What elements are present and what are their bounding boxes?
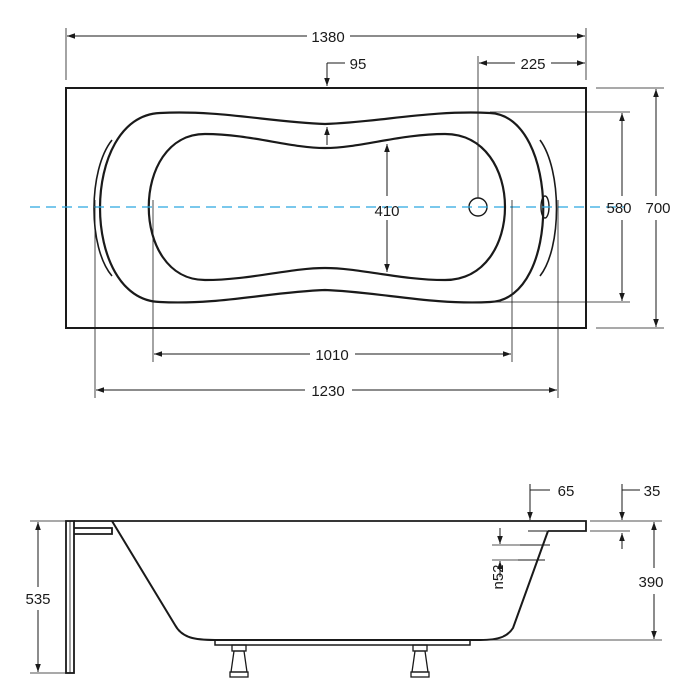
- tub-rim: [74, 520, 587, 535]
- dim-535-label: 535: [25, 591, 50, 608]
- side-view: 535 65 35 390 n52: [25, 483, 664, 678]
- dim-65-label: 65: [558, 483, 575, 500]
- dim-225-label: 225: [520, 56, 545, 73]
- dim-95-label: 95: [350, 56, 367, 73]
- dim-1010-label: 1010: [315, 347, 348, 364]
- right-foot: [410, 644, 430, 678]
- tub-left-bulge: [93, 139, 113, 277]
- dim-1230-label: 1230: [311, 383, 344, 400]
- dim-410-label: 410: [374, 203, 399, 220]
- dim-700-label: 700: [645, 200, 670, 217]
- dim-35-label: 35: [644, 483, 661, 500]
- tub-outer-rim: [65, 87, 587, 329]
- top-view: 1380 95 225 700 580 410 1010: [30, 28, 671, 400]
- tub-right-bulge: [539, 139, 558, 277]
- dim-580-label: 580: [606, 200, 631, 217]
- tub-base: [214, 640, 471, 646]
- dim-390-label: 390: [638, 574, 663, 591]
- dim-n52-label: n52: [490, 564, 507, 589]
- tub-body: [111, 520, 549, 641]
- dim-1380-label: 1380: [311, 29, 344, 46]
- tub-floor: [147, 132, 507, 282]
- left-foot: [229, 644, 249, 678]
